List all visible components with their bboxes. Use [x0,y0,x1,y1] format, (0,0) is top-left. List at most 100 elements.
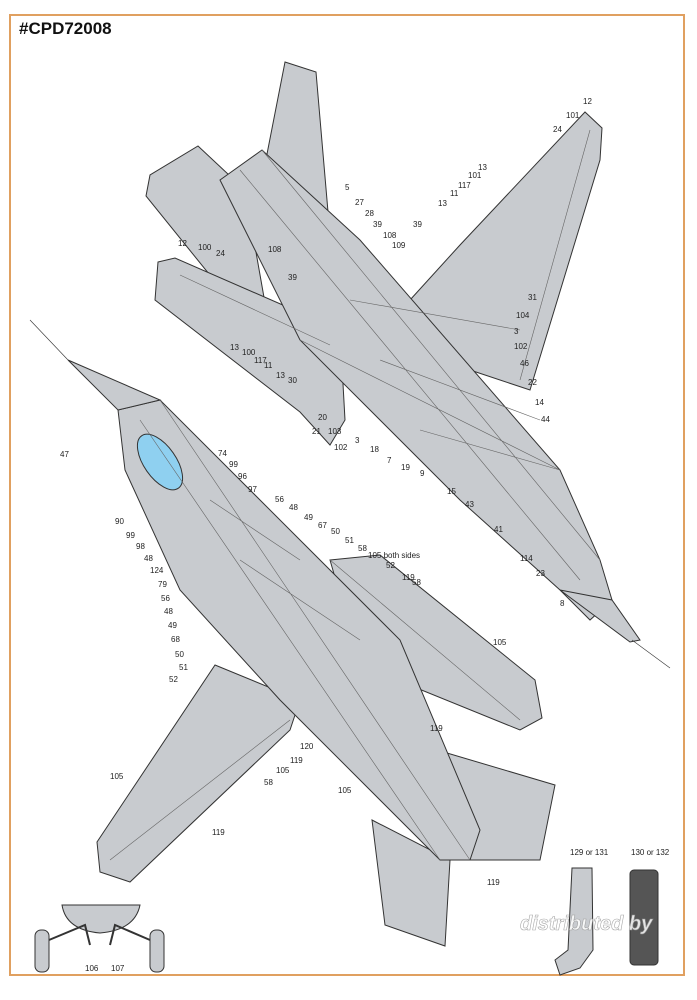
callout-label-top: 44 [541,415,550,424]
callout-label-top: 100 [242,348,256,357]
callout-label-top: 13 [478,163,487,172]
callout-label-bottom: 49 [168,621,177,630]
callout-label-bottom: 74 [218,449,227,458]
callout-label-top: 109 [392,241,406,250]
callout-label-top: 18 [370,445,379,454]
callout-label-top: 28 [365,209,374,218]
callout-label-top: 12 [583,97,592,106]
bottom-left-wing [96,664,301,883]
callout-label-bottom: 48 [289,503,298,512]
callout-label-bottom: 105 [276,766,290,775]
seat-130-132 [629,869,659,966]
callout-label-bottom: 47 [60,450,69,459]
top-aircraft [145,61,671,669]
callout-label-top: 5 [345,183,350,192]
sheet-frame [9,14,685,976]
callout-label-top: 14 [535,398,544,407]
bottom-left-stabilizer [371,819,451,947]
callout-label-top: 101 [468,171,482,180]
callout-label-bottom: 120 [300,742,314,751]
callout-label-top: 103 [328,427,342,436]
watermark-logo: distributed by [520,913,654,936]
callout-label-top: 11 [450,189,459,198]
callout-label-bottom: 119 [402,573,415,582]
gear-struts [48,923,151,946]
callout-label-bottom: 58 [264,778,273,787]
callout-label-top: 39 [288,273,297,282]
callout-label-detail: 129 or 131 [570,848,609,857]
callout-label-top: 21 [312,427,321,436]
callout-label-top: 20 [318,413,327,422]
callout-label-top: 102 [514,342,528,351]
callout-label-top: 8 [560,599,565,608]
callout-label-bottom: 119 [430,724,443,733]
callout-label-top: 117 [254,356,267,365]
bottom-nose-cone [67,359,162,411]
callout-label-top: 46 [520,359,529,368]
callout-label-bottom: 99 [229,460,238,469]
callout-label-bottom: 48 [164,607,173,616]
callout-label-bottom: 56 [275,495,284,504]
callout-label-top: 15 [447,487,456,496]
panel-lines [179,129,601,581]
callout-label-bottom: 119 [212,828,225,837]
canopy [136,433,184,491]
callout-label-top: 27 [355,198,364,207]
callout-label-top: 102 [334,443,348,452]
top-left-wing [154,257,346,446]
callout-label-top: 31 [528,293,537,302]
top-right-wing [404,111,603,391]
callout-label-top: 23 [536,569,545,578]
callout-label-top: 100 [198,243,212,252]
callout-label-top: 108 [268,245,282,254]
callout-label-bottom: 56 [161,594,170,603]
callout-label-top: 3 [355,436,360,445]
callout-label-bottom: 51 [179,663,188,672]
callout-label-bottom: 48 [144,554,153,563]
callout-label-top: 24 [216,249,225,258]
callout-label-top: 101 [566,111,580,120]
callout-label-bottom: 79 [158,580,167,589]
callout-label-top: 108 [383,231,397,240]
callout-label-top: 3 [514,327,519,336]
callout-label-bottom: 105 both sides [368,551,420,560]
bottom-aircraft [29,319,556,947]
callout-label-bottom: 90 [115,517,124,526]
callout-label-top: 13 [230,343,239,352]
callout-label-bottom: 67 [318,521,327,530]
right-wheel [149,929,165,973]
callout-label-top: 7 [387,456,392,465]
panel-lines [109,399,521,861]
callout-label-top: 39 [413,220,422,229]
callout-label-bottom: 99 [126,531,135,540]
callout-label-bottom: 50 [331,527,340,536]
callout-label-bottom: 98 [136,542,145,551]
sheet-code: #CPD72008 [19,19,112,38]
callout-label-bottom: 105 [493,638,507,647]
callout-label-top: 104 [516,311,530,320]
bottom-pitot [29,319,69,361]
callout-label-top: 114 [520,554,533,563]
callout-label-top: 19 [401,463,410,472]
seat-129-131 [554,867,594,976]
callout-label-bottom: 97 [248,485,257,494]
callout-label-bottom: 105 [110,772,124,781]
callout-label-bottom: 119 [487,878,500,887]
callout-label-top: 13 [438,199,447,208]
callout-label-top: 43 [465,500,474,509]
callout-label-detail: 107 [111,964,125,973]
callout-label-bottom: 58 [358,544,367,553]
callout-label-bottom: 58 [412,578,421,587]
callout-label-top: 12 [178,239,187,248]
callout-label-bottom: 119 [290,756,303,765]
callout-label-bottom: 68 [171,635,180,644]
callout-label-bottom: 52 [386,561,395,570]
callout-label-bottom: 49 [304,513,313,522]
callout-label-top: 41 [494,525,503,534]
callout-label-bottom: 51 [345,536,354,545]
callout-label-bottom: 96 [238,472,247,481]
left-wheel [34,929,50,973]
callout-label-top: 117 [458,181,471,190]
